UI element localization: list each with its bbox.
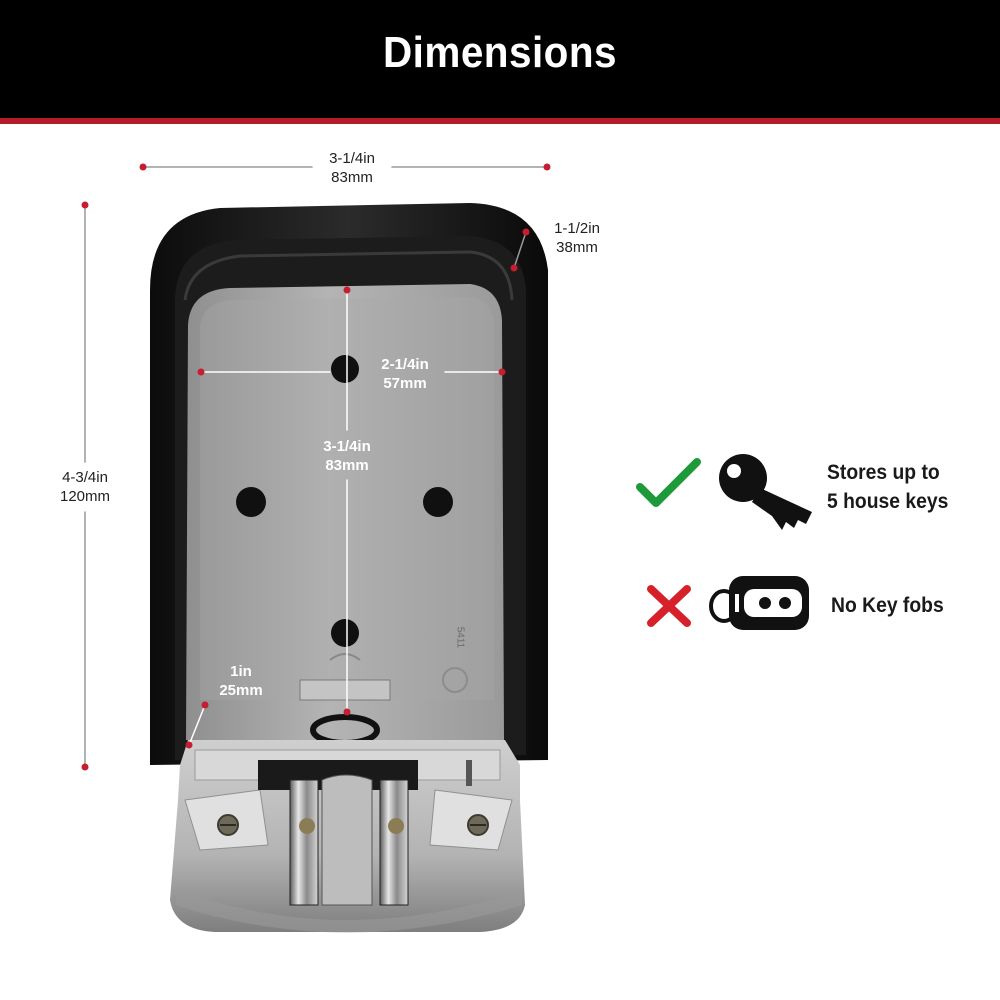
header-accent-stripe: [0, 118, 1000, 124]
depth-dimension-label: 1-1/2in 38mm: [554, 220, 600, 256]
dimension-lines: [84, 166, 548, 768]
key-fob-icon: [709, 576, 809, 630]
inner-depth-dimension-label: 1in 25mm: [219, 663, 263, 699]
inner-height-dimension-label: 3-1/4in 83mm: [323, 438, 371, 474]
engraving-label: 5411: [454, 626, 466, 649]
width-dimension-label: 3-1/4in 83mm: [329, 150, 375, 186]
key-icon: [719, 454, 812, 530]
page-title: Dimensions: [382, 28, 618, 77]
lock-box-base: [170, 679, 525, 933]
inner-width-dimension-label: 2-1/4in 57mm: [381, 356, 429, 392]
header-banner: [0, 0, 1000, 118]
feature-stores-keys: Stores up to 5 house keys: [827, 461, 949, 513]
cross-icon: [647, 585, 691, 627]
feature-no-key-fobs: No Key fobs: [831, 594, 944, 617]
check-icon: [636, 458, 701, 507]
height-dimension-label: 4-3/4in 120mm: [59, 469, 111, 505]
dimension-endpoints: [81, 163, 551, 771]
